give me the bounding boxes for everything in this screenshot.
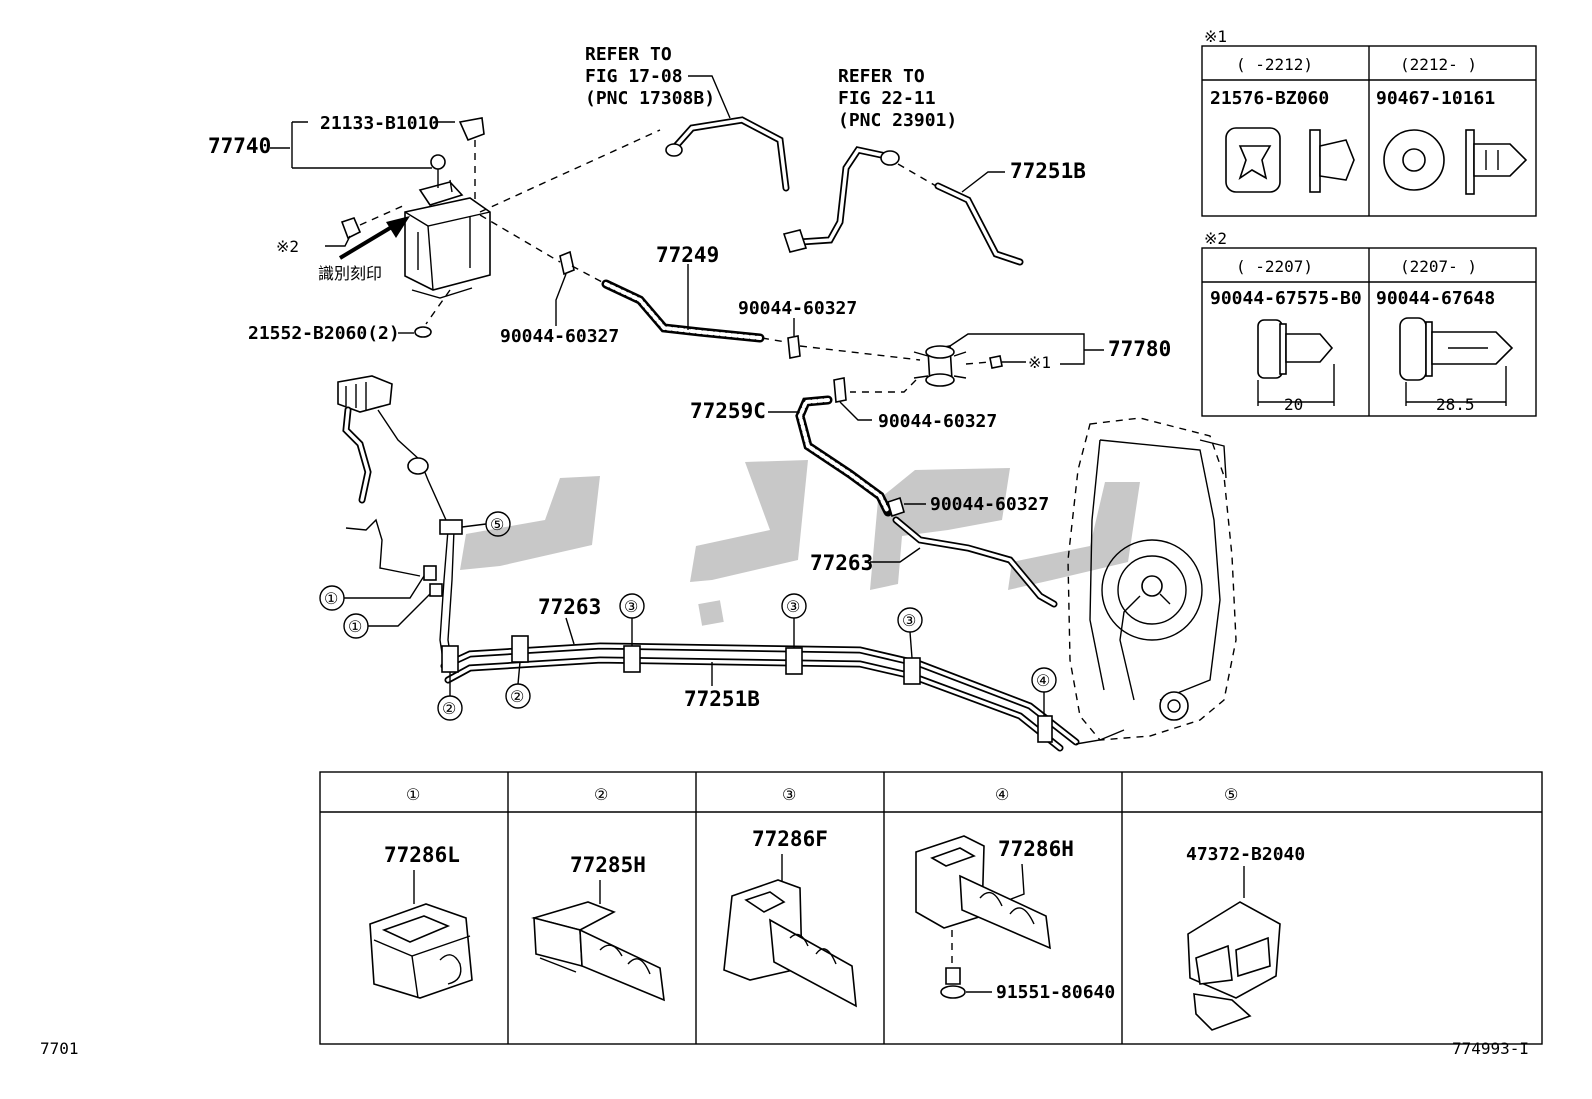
table2-col1-part: 90044-67575-B0 [1210, 288, 1362, 309]
hose-77249 [601, 279, 765, 343]
clip-part-2: 77285H [570, 853, 646, 877]
clamp-c-label: 90044-60327 [878, 411, 997, 432]
table2-col2-head: (2207- ) [1400, 257, 1477, 276]
clamp-4 [1037, 715, 1053, 743]
clip-table-head-1: ① [406, 785, 420, 804]
clamp-3-b [785, 647, 803, 675]
upper-pipe-label: 77251B [1010, 159, 1086, 183]
clamp-a [559, 250, 575, 276]
identification-mark-arrow [338, 216, 410, 260]
table1-col1-part: 21576-BZ060 [1210, 88, 1329, 109]
refer-a-line1: REFER TO [585, 44, 672, 65]
callout-3a: ③ [624, 597, 638, 616]
clip-table-head-5: ⑤ [1224, 785, 1238, 804]
refer-a-hose [665, 116, 790, 192]
fuel-tank [1067, 417, 1237, 745]
clamp-b [787, 335, 801, 359]
clip-table: ① ② ③ ④ ⑤ 77286L 77285H 77286F 77286H 47… [319, 771, 1543, 1045]
callout-3c: ③ [902, 611, 916, 630]
table2-col1-head: ( -2207) [1236, 257, 1313, 276]
table2-col1-dim: 20 [1284, 395, 1303, 414]
callout-5: ⑤ [490, 515, 504, 534]
clamp-a-label: 90044-60327 [500, 326, 619, 347]
table1-col2-part: 90467-10161 [1376, 88, 1495, 109]
clip-part-1: 77286L [384, 843, 460, 867]
clip-table-head-4: ④ [995, 785, 1009, 804]
clip-5-marker [439, 519, 463, 535]
table2-col2-part: 90044-67648 [1376, 288, 1495, 309]
callout-1a: ① [324, 589, 338, 608]
table-1: ※1 ( -2212) (2212- ) 21576-BZ060 90467-1… [1201, 27, 1537, 217]
refer-a-line2: FIG 17-08 [585, 66, 683, 87]
table1-col2-head: (2212- ) [1400, 55, 1477, 74]
refer-b-line2: FIG 22-11 [838, 88, 936, 109]
refer-a-line3: (PNC 17308B) [585, 88, 715, 109]
main-pipe-77263-label: 77263 [538, 595, 601, 619]
pipe-77263-right-label: 77263 [810, 551, 873, 575]
callout-3b: ③ [786, 597, 800, 616]
main-pipe-77251b-label: 77251B [684, 687, 760, 711]
main-pipe-77251b [440, 642, 1080, 746]
canister-clip [325, 204, 406, 247]
callout-1b: ① [348, 617, 362, 636]
clamp-d [887, 496, 905, 518]
left-hose-assembly [337, 375, 455, 667]
clamp-2-right [511, 635, 529, 663]
clamp-d-label: 90044-60327 [930, 494, 1049, 515]
clamp-3-c [903, 657, 921, 685]
fuel-vapor-filter [913, 345, 967, 387]
clip-part-4-bolt: 91551-80640 [996, 982, 1115, 1003]
pipe-77263-right [892, 516, 1058, 608]
clip-1-marker-b [429, 583, 443, 597]
refer-b-line3: (PNC 23901) [838, 110, 957, 131]
table1-title: ※1 [1204, 27, 1227, 46]
identification-mark-label: 識別刻印 [318, 264, 382, 283]
filter-clip [989, 355, 1003, 369]
canister-bottom-nut [414, 326, 432, 338]
filter-ref: ※1 [1028, 353, 1051, 372]
filter-part-label: 77780 [1108, 337, 1171, 361]
clamp-c [833, 377, 847, 403]
callout-group: ⑤ ① ① ② ② ③ ③ ③ ④ [319, 511, 1057, 721]
footer-left-code: 7701 [40, 1039, 79, 1058]
refer-b-line1: REFER TO [838, 66, 925, 87]
hose-77249-label: 77249 [656, 243, 719, 267]
canister-clip-ref: ※2 [276, 237, 299, 256]
hose-77259c [795, 395, 893, 517]
callout-4: ④ [1036, 671, 1050, 690]
watermark [460, 460, 1140, 626]
charcoal-canister [404, 117, 491, 299]
canister-cap-part-label: 21133-B1010 [320, 113, 439, 134]
clip-part-5: 47372-B2040 [1186, 844, 1305, 865]
clamp-2-left [441, 645, 459, 673]
clip-part-4: 77286H [998, 837, 1074, 861]
clip-table-head-2: ② [594, 785, 608, 804]
table2-title: ※2 [1204, 229, 1227, 248]
callout-2b: ② [510, 687, 524, 706]
table1-col1-head: ( -2212) [1236, 55, 1313, 74]
clip-1-marker-a [423, 565, 437, 581]
clamp-3-a [623, 645, 641, 673]
upper-pipe-77251b [934, 182, 1024, 266]
clip-part-3: 77286F [752, 827, 828, 851]
clip-table-head-3: ③ [782, 785, 796, 804]
hose-77259c-label: 77259C [690, 399, 766, 423]
canister-bottom-part-label: 21552-B2060(2) [248, 323, 400, 344]
callout-2a: ② [442, 699, 456, 718]
main-pipe-77263 [444, 656, 1064, 752]
refer-b-pipe [782, 146, 900, 253]
canister-part-label: 77740 [208, 134, 271, 158]
clamp-b-label: 90044-60327 [738, 298, 857, 319]
table-2: ※2 ( -2207) (2207- ) 90044-67575-B0 9004… [1201, 229, 1537, 417]
table2-col2-dim: 28.5 [1436, 395, 1475, 414]
footer-right-code: 774993-I [1452, 1039, 1529, 1058]
